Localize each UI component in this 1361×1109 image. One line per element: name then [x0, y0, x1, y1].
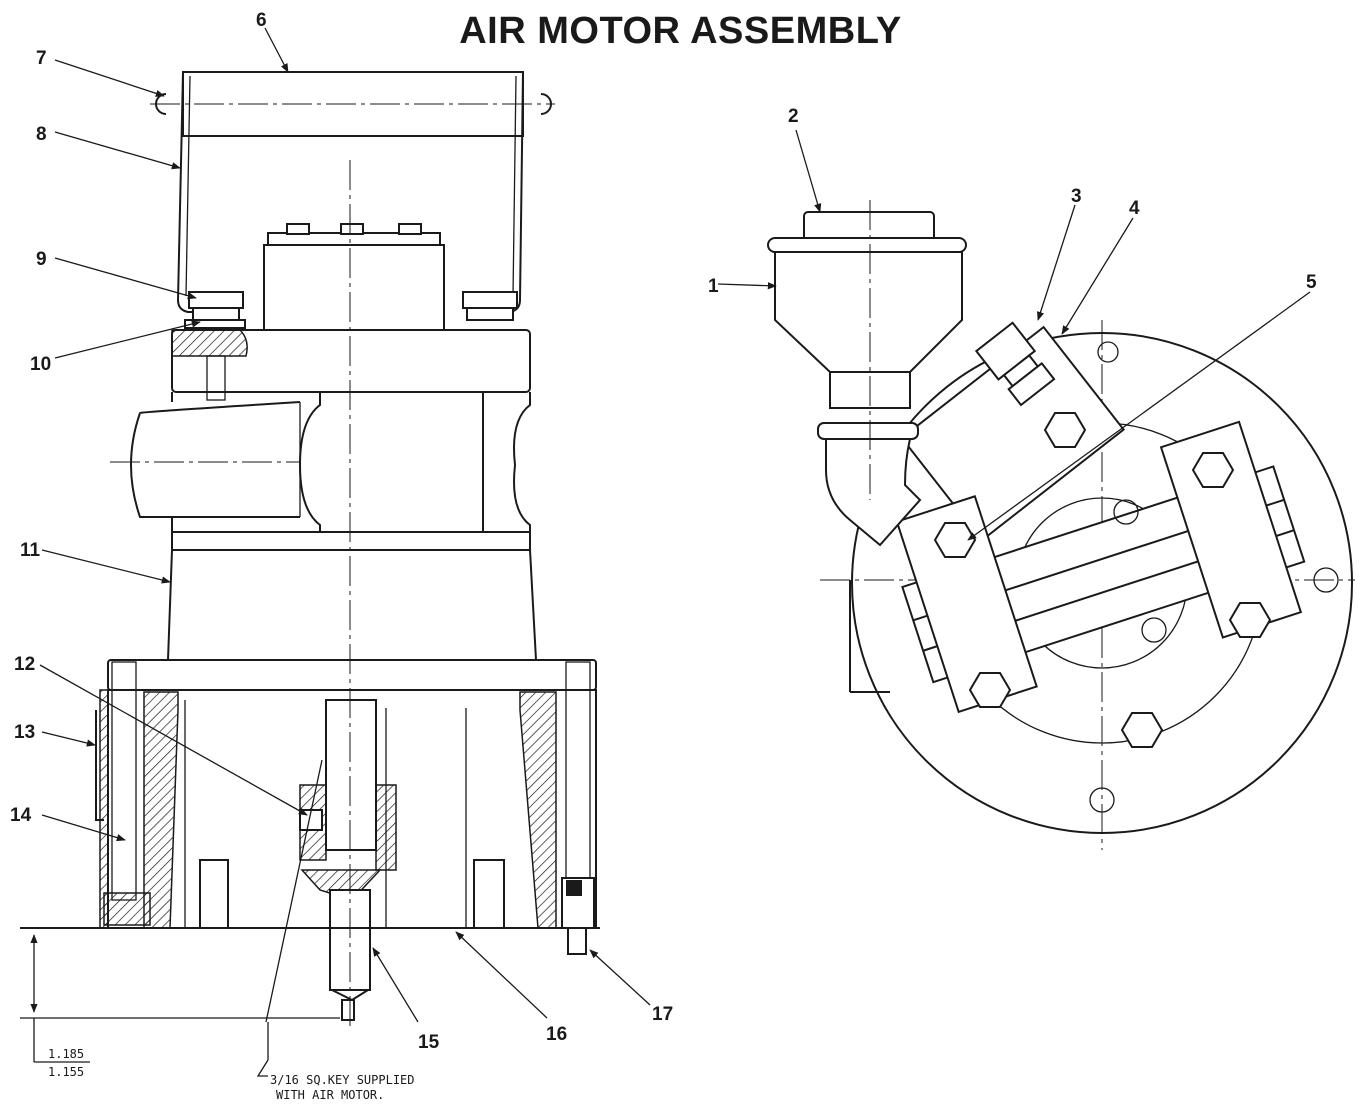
- motor-top-cap: [263, 223, 445, 331]
- dimension-upper: 1.185: [48, 1047, 84, 1061]
- callout-12: 12: [14, 654, 35, 675]
- callout-10: 10: [30, 354, 51, 375]
- callout-4: 4: [1129, 198, 1140, 219]
- valve-body: [900, 325, 1126, 542]
- key-note-line1: 3/16 SQ.KEY SUPPLIED: [270, 1073, 415, 1087]
- callout-7: 7: [36, 48, 47, 69]
- lubricator: [767, 200, 967, 547]
- plan-view: [767, 200, 1355, 850]
- side-view: [20, 71, 600, 1077]
- dimension-lower: 1.155: [48, 1065, 84, 1079]
- callout-11: 11: [20, 540, 41, 561]
- callout-14: 14: [10, 805, 32, 826]
- fitting: [974, 321, 1056, 407]
- callout-1: 1: [708, 276, 719, 297]
- shaft-coupling: [299, 699, 397, 1021]
- callout-17: 17: [652, 1004, 673, 1025]
- callout-5: 5: [1306, 272, 1317, 293]
- callout-8: 8: [36, 124, 47, 145]
- callout-labels: 1 2 3 4 5 6 7 8 9 10 11 12 13 14 15 16 1…: [10, 10, 1317, 1053]
- callout-13: 13: [14, 722, 35, 743]
- callout-16: 16: [546, 1024, 567, 1045]
- callout-6: 6: [256, 10, 267, 31]
- motor-body: [110, 392, 531, 532]
- leaders: [39, 27, 1311, 1023]
- motor-guard: [150, 71, 555, 313]
- key-note-line2: WITH AIR MOTOR.: [276, 1088, 384, 1102]
- callout-3: 3: [1071, 186, 1082, 207]
- motor-housing: [166, 531, 538, 661]
- motor-flange: [171, 291, 531, 401]
- callout-2: 2: [788, 106, 799, 127]
- callout-15: 15: [418, 1032, 440, 1053]
- plan-bolts: [933, 341, 1339, 813]
- drawing-title: AIR MOTOR ASSEMBLY: [459, 10, 902, 52]
- callout-9: 9: [36, 249, 47, 270]
